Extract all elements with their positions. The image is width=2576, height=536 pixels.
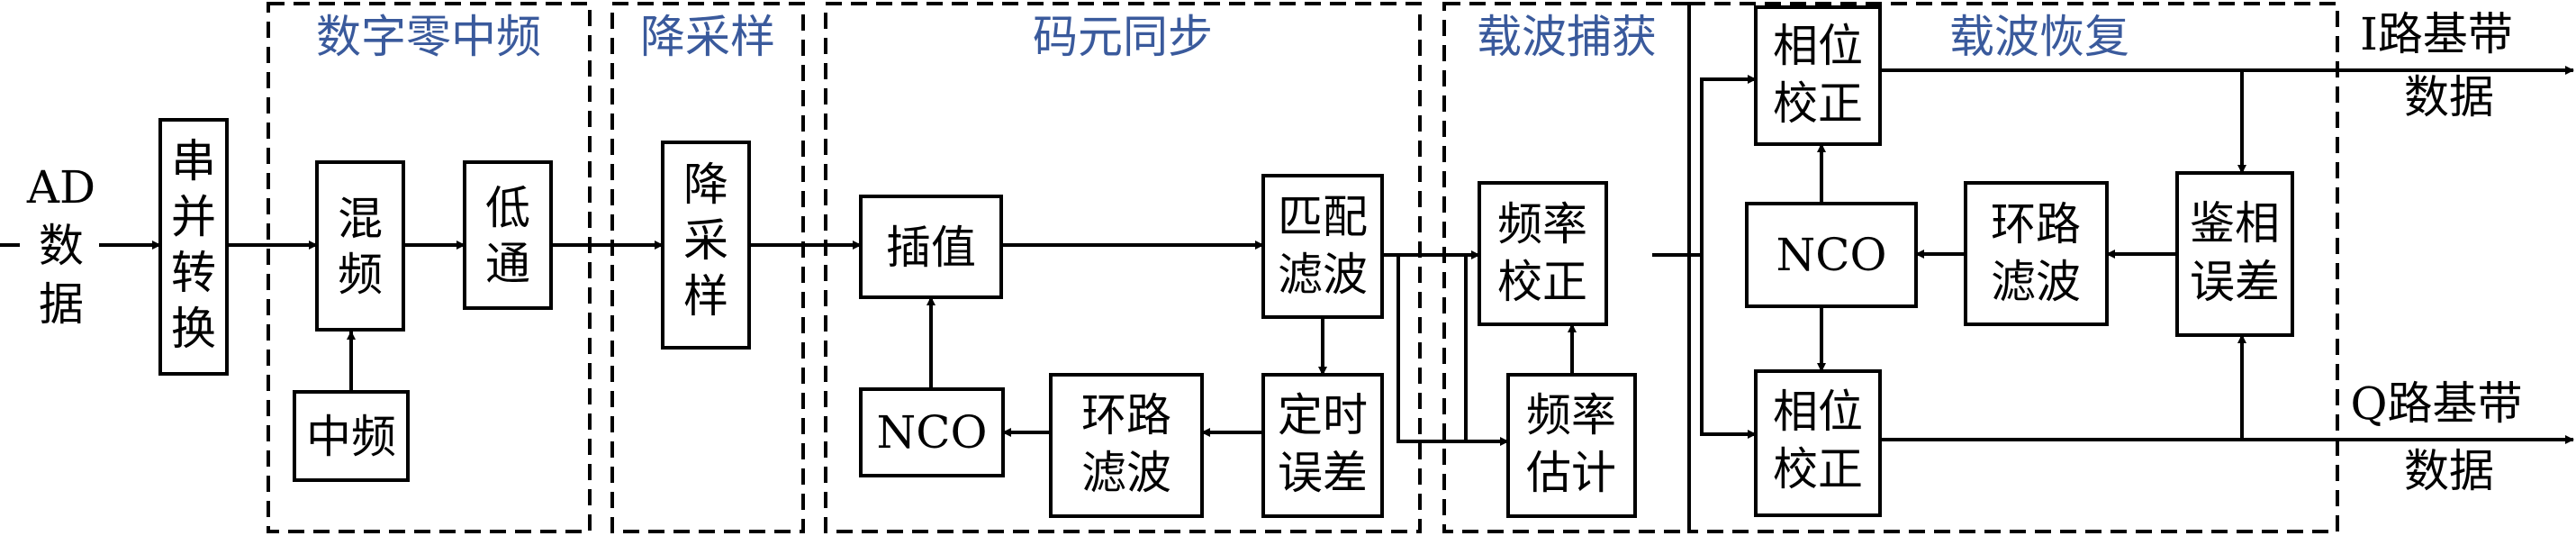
block-timing-error-line-1: 定时 bbox=[1278, 389, 1368, 441]
signal-wires bbox=[0, 66, 2574, 446]
block-nco-1-label: NCO bbox=[877, 406, 988, 459]
block-loop-filter-1-line-2: 滤波 bbox=[1081, 447, 1171, 499]
block-freq-estimation bbox=[1506, 373, 1637, 518]
block-interpolation-label: 插值 bbox=[886, 222, 976, 274]
block-matched-filter bbox=[1261, 174, 1384, 319]
block-lowpass bbox=[463, 160, 553, 310]
block-serial-parallel-char-4: 换 bbox=[171, 303, 216, 355]
block-decimation bbox=[661, 141, 751, 350]
block-phase-detector bbox=[2175, 171, 2294, 337]
block-decimation-char-3: 样 bbox=[683, 270, 728, 323]
block-decimation-char-2: 采 bbox=[683, 214, 728, 267]
output-i-line-2: 数据 bbox=[2404, 71, 2494, 123]
block-if-frequency bbox=[293, 390, 410, 482]
block-freq-estimation-line-1: 频率 bbox=[1526, 389, 1616, 441]
block-loop-filter-1 bbox=[1049, 373, 1204, 518]
block-if-frequency-label: 中频 bbox=[306, 411, 396, 463]
group-title-carrier-acquisition: 载波捕获 bbox=[1477, 11, 1657, 63]
group-ddc bbox=[267, 2, 592, 533]
input-label-shu: 数 bbox=[39, 220, 84, 272]
block-serial-parallel bbox=[158, 118, 229, 376]
block-freq-estimation-line-2: 估计 bbox=[1526, 447, 1616, 499]
group-title-symbol-sync: 码元同步 bbox=[1033, 11, 1213, 63]
block-phase-correction-top-line-1: 相位 bbox=[1773, 20, 1863, 72]
block-freq-correction-line-2: 校正 bbox=[1497, 256, 1587, 308]
input-label-ju: 据 bbox=[39, 278, 84, 331]
block-loop-filter-1-line-1: 环路 bbox=[1081, 389, 1171, 441]
block-phase-correction-bottom-line-1: 相位 bbox=[1773, 386, 1863, 438]
block-loop-filter-2 bbox=[1964, 181, 2109, 326]
block-loop-filter-2-line-1: 环路 bbox=[1991, 198, 2081, 250]
group-decimation bbox=[610, 2, 805, 533]
block-phase-correction-top-line-2: 校正 bbox=[1773, 77, 1863, 130]
output-q-line-1: Q路基带 bbox=[2351, 377, 2523, 430]
block-mixer-char-2: 频 bbox=[338, 249, 383, 301]
block-timing-error-line-2: 误差 bbox=[1278, 447, 1368, 499]
group-title-ddc: 数字零中频 bbox=[316, 11, 541, 63]
block-matched-filter-line-1: 匹配 bbox=[1278, 191, 1368, 243]
group-title-decimation: 降采样 bbox=[640, 11, 775, 63]
group-symbol-sync bbox=[824, 2, 1422, 533]
block-lowpass-char-1: 低 bbox=[485, 182, 530, 234]
block-mixer bbox=[315, 160, 405, 332]
input-label-ad: AD bbox=[26, 161, 95, 213]
block-interpolation bbox=[859, 195, 1003, 299]
block-lowpass-char-2: 通 bbox=[485, 238, 530, 290]
block-decimation-char-1: 降 bbox=[683, 159, 728, 211]
group-carrier-acquisition bbox=[1442, 2, 1691, 533]
block-timing-error bbox=[1261, 373, 1384, 518]
output-i-line-1: I路基带 bbox=[2360, 8, 2513, 60]
block-freq-correction-line-1: 频率 bbox=[1497, 198, 1587, 250]
block-phase-correction-top bbox=[1754, 5, 1882, 146]
block-serial-parallel-char-2: 并 bbox=[171, 191, 216, 243]
block-serial-parallel-char-3: 转 bbox=[171, 247, 216, 299]
output-q-line-2: 数据 bbox=[2404, 445, 2494, 497]
block-phase-correction-bottom bbox=[1754, 369, 1882, 517]
block-serial-parallel-char-1: 串 bbox=[171, 135, 216, 187]
block-phase-detector-line-2: 误差 bbox=[2190, 256, 2280, 308]
block-nco-2-label: NCO bbox=[1776, 229, 1887, 281]
block-nco-1 bbox=[859, 387, 1005, 477]
block-matched-filter-line-2: 滤波 bbox=[1278, 249, 1368, 301]
group-title-carrier-recovery: 载波恢复 bbox=[1949, 11, 2129, 63]
block-phase-correction-bottom-line-2: 校正 bbox=[1773, 443, 1863, 495]
block-phase-detector-line-1: 鉴相 bbox=[2190, 197, 2280, 250]
block-nco-2 bbox=[1745, 202, 1918, 308]
block-mixer-char-1: 混 bbox=[338, 193, 383, 245]
group-carrier-recovery bbox=[1687, 2, 2339, 533]
block-loop-filter-2-line-2: 滤波 bbox=[1991, 256, 2081, 308]
block-freq-correction bbox=[1478, 181, 1608, 326]
